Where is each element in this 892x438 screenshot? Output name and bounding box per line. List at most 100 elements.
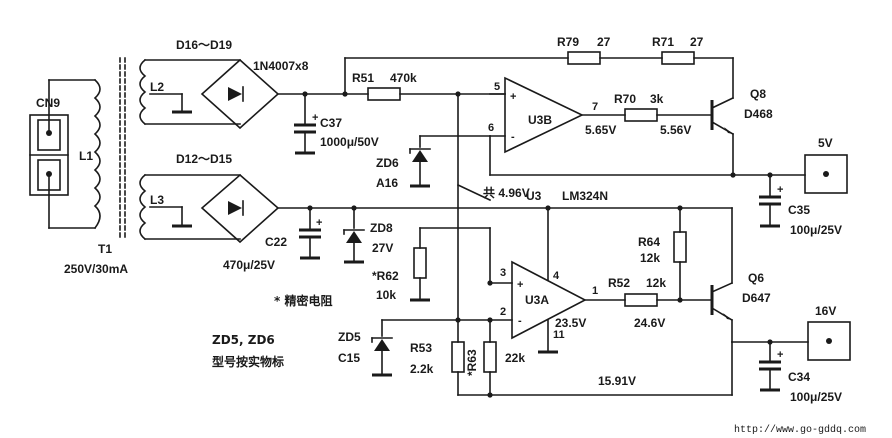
v-u3a-out: 23.5V xyxy=(555,316,586,330)
label-r70: R70 xyxy=(614,92,636,106)
note-zd-2: 型号按实物标 xyxy=(212,354,284,369)
sign-u3b-plus: + xyxy=(510,91,516,103)
svg-text:+: + xyxy=(316,217,322,229)
label-t1-rating: 250V/30mA xyxy=(64,262,128,276)
label-r64: R64 xyxy=(638,235,660,249)
v-rail: 15.91V xyxy=(598,374,636,388)
label-r71: R71 xyxy=(652,35,674,49)
resistor-r79 xyxy=(567,51,601,65)
bridge-top xyxy=(200,58,280,130)
zener-zd8 xyxy=(343,229,365,243)
label-bridge-type: 1N4007x8 xyxy=(253,59,309,73)
label-zd6-val: A16 xyxy=(376,176,398,190)
label-u3b: U3B xyxy=(528,113,552,127)
pin-u3a-3: 3 xyxy=(500,267,506,279)
v-q6-base: 24.6V xyxy=(634,316,665,330)
zener-zd5 xyxy=(371,337,393,351)
pin-u3b-6: 6 xyxy=(488,122,494,134)
label-q6-type: D647 xyxy=(742,291,771,305)
sign-u3b-minus: - xyxy=(511,131,515,143)
label-c37-val: 1000μ/50V xyxy=(320,135,379,149)
label-common-voltage: 共 4.96V xyxy=(483,185,530,200)
label-q8-type: D468 xyxy=(744,107,773,121)
pin-u3a-1: 1 xyxy=(592,285,598,297)
note-precision: * 精密电阻 xyxy=(274,293,332,308)
terminal-5v xyxy=(804,154,848,194)
resistor-r53 xyxy=(451,341,465,373)
label-r52-val: 12k xyxy=(646,276,666,290)
resistor-r51 xyxy=(367,87,401,101)
svg-text:+: + xyxy=(777,184,783,196)
svg-text:+: + xyxy=(777,349,783,361)
label-c22: C22 xyxy=(265,235,287,249)
label-c22-val: 470μ/25V xyxy=(223,258,275,272)
label-c34: C34 xyxy=(788,370,810,384)
pin-u3a-4: 4 xyxy=(553,270,560,282)
transistor-q6 xyxy=(710,281,734,322)
label-r51-val: 470k xyxy=(390,71,417,85)
label-t1: T1 xyxy=(98,242,112,256)
resistor-r64 xyxy=(673,231,687,263)
label-cn9: CN9 xyxy=(36,96,60,110)
opamp-u3b xyxy=(504,76,584,154)
terminal-16v xyxy=(807,321,851,361)
label-zd5-val: C15 xyxy=(338,351,360,365)
zener-zd6 xyxy=(409,148,431,162)
label-r71-val: 27 xyxy=(690,35,704,49)
pin-u3a-11: 11 xyxy=(553,329,565,341)
label-c34-val: 100μ/25V xyxy=(790,390,842,404)
label-zd6: ZD6 xyxy=(376,156,399,170)
label-zd8: ZD8 xyxy=(370,221,393,235)
resistor-r63 xyxy=(483,341,497,373)
label-u3-type: LM324N xyxy=(562,189,608,203)
label-u3: U3 xyxy=(526,189,542,203)
label-r52: R52 xyxy=(608,276,630,290)
label-r64-val: 12k xyxy=(640,251,660,265)
label-bridge-bot: D12～D15 xyxy=(176,152,232,166)
label-q8: Q8 xyxy=(750,87,766,101)
label-zd5: ZD5 xyxy=(338,330,361,344)
sign-u3a-plus: + xyxy=(517,279,523,291)
label-r63-val: 22k xyxy=(505,351,525,365)
label-l3: L3 xyxy=(150,193,164,207)
label-l2: L2 xyxy=(150,80,164,94)
label-5v: 5V xyxy=(818,136,833,150)
label-r79: R79 xyxy=(557,35,579,49)
primary-coil-l1 xyxy=(93,78,101,230)
label-q6: Q6 xyxy=(748,271,764,285)
resistor-r62 xyxy=(413,247,427,279)
opamp-u3a xyxy=(511,260,587,340)
sign-u3a-minus: - xyxy=(518,315,522,327)
label-l1: L1 xyxy=(79,149,93,163)
label-c35: C35 xyxy=(788,203,810,217)
resistor-r71 xyxy=(661,51,695,65)
label-r70-val: 3k xyxy=(650,92,664,106)
label-r51: R51 xyxy=(352,71,374,85)
transistor-q8 xyxy=(710,96,735,136)
resistor-r52 xyxy=(624,293,658,307)
label-bridge-top: D16～D19 xyxy=(176,38,232,52)
label-c37: C37 xyxy=(320,116,342,130)
bridge-bottom xyxy=(200,173,280,244)
note-zd-1: ZD5, ZD6 xyxy=(212,333,275,347)
v-u3b-out: 5.65V xyxy=(585,123,616,137)
source-url: http://www.go-gddq.com xyxy=(734,424,866,436)
pin-u3b-5: 5 xyxy=(494,81,500,93)
label-r53-val: 2.2k xyxy=(410,362,434,376)
resistor-r70 xyxy=(624,108,658,122)
label-16v: 16V xyxy=(815,304,836,318)
pin-u3a-2: 2 xyxy=(500,306,506,318)
svg-text:+: + xyxy=(312,112,318,124)
v-q8-base: 5.56V xyxy=(660,123,691,137)
label-c35-val: 100μ/25V xyxy=(790,223,842,237)
label-r53: R53 xyxy=(410,341,432,355)
label-r62: *R62 xyxy=(372,269,399,283)
label-u3a: U3A xyxy=(525,293,549,307)
pin-u3b-7: 7 xyxy=(592,101,598,113)
label-r63: *R63 xyxy=(465,349,479,376)
label-r62-val: 10k xyxy=(376,288,396,302)
label-zd8-val: 27V xyxy=(372,241,393,255)
label-r79-val: 27 xyxy=(597,35,611,49)
